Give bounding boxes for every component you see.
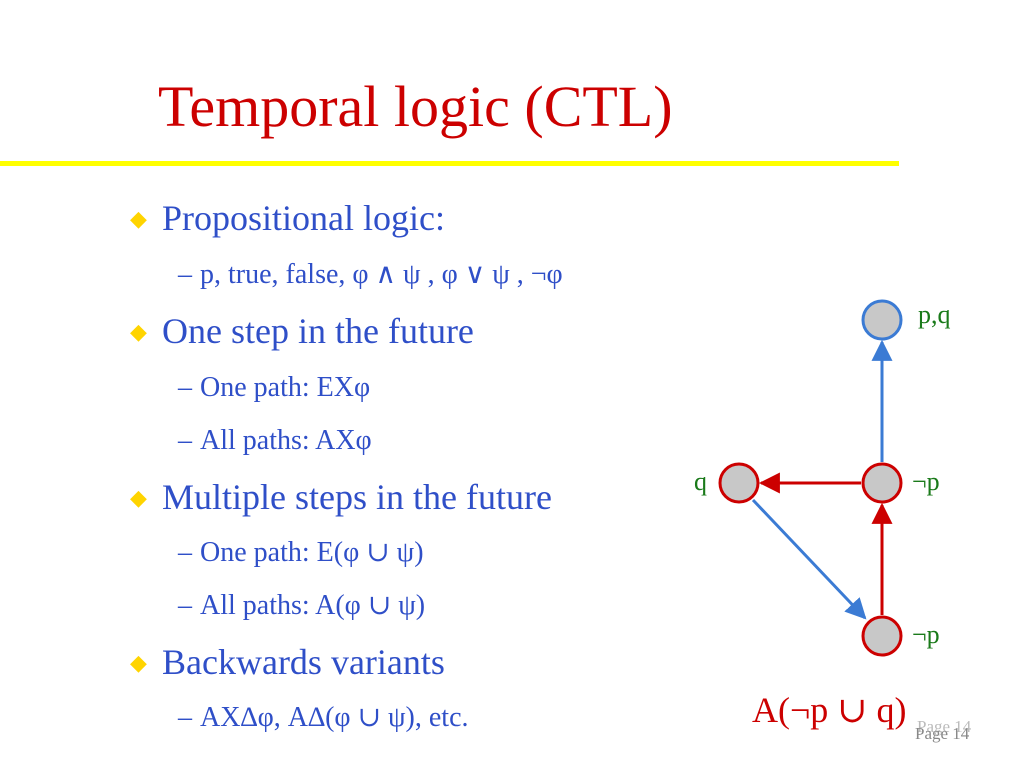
diamond-bullet-icon: ◆	[130, 486, 147, 511]
sub-item-one-path-ex: –One path: EXφ	[178, 371, 370, 405]
bullet-label: Backwards variants	[162, 642, 445, 682]
state-node-middle	[861, 462, 903, 504]
dash-marker: –	[178, 702, 192, 733]
sub-item-text: All paths: A(φ ∪ ψ)	[200, 590, 426, 621]
node-label-left: q	[694, 467, 707, 496]
dash-marker: –	[178, 590, 192, 621]
edge-left-to-bottom	[751, 498, 867, 620]
dash-marker: –	[178, 425, 192, 456]
dash-marker: –	[178, 372, 192, 403]
sub-item-text: AX∆φ, A∆(φ ∪ ψ), etc.	[200, 702, 469, 733]
diamond-bullet-icon: ◆	[130, 207, 147, 232]
bullet-backwards-variants: ◆ Backwards variants	[130, 642, 445, 684]
bullet-label: Propositional logic:	[162, 198, 445, 238]
sub-item-text: All paths: AXφ	[200, 425, 372, 456]
sub-item-one-path-eu: –One path: E(φ ∪ ψ)	[178, 536, 424, 570]
bullet-propositional-logic: ◆ Propositional logic:	[130, 198, 445, 240]
dash-marker: –	[178, 259, 192, 290]
bullet-multiple-steps: ◆ Multiple steps in the future	[130, 477, 552, 519]
sub-item-text: p, true, false, φ ∧ ψ , φ ∨ ψ , ¬φ	[200, 259, 563, 290]
diamond-bullet-icon: ◆	[130, 320, 147, 345]
sub-item-all-paths-ax: –All paths: AXφ	[178, 424, 372, 458]
title-underline	[0, 161, 899, 166]
state-node-top	[861, 299, 903, 341]
node-label-bottom: ¬p	[912, 620, 940, 649]
page-number-shadow: Page 14	[917, 717, 972, 736]
sub-item-all-paths-au: –All paths: A(φ ∪ ψ)	[178, 589, 425, 623]
bullet-label: One step in the future	[162, 311, 474, 351]
node-label-middle: ¬p	[912, 467, 940, 496]
sub-item-text: One path: E(φ ∪ ψ)	[200, 537, 424, 568]
diamond-bullet-icon: ◆	[130, 651, 147, 676]
sub-item-text: One path: EXφ	[200, 372, 371, 403]
state-node-bottom	[861, 615, 903, 657]
slide-title: Temporal logic (CTL)	[158, 74, 673, 139]
page-number: Page 14	[915, 724, 970, 743]
state-transition-diagram	[718, 299, 903, 657]
dash-marker: –	[178, 537, 192, 568]
bullet-one-step: ◆ One step in the future	[130, 311, 474, 353]
until-formula: A(¬p ∪ q)	[752, 690, 907, 730]
sub-item-backwards-examples: –AX∆φ, A∆(φ ∪ ψ), etc.	[178, 701, 469, 735]
bullet-label: Multiple steps in the future	[162, 477, 552, 517]
state-node-left	[718, 462, 760, 504]
sub-item-propositional-operators: –p, true, false, φ ∧ ψ , φ ∨ ψ , ¬φ	[178, 258, 563, 292]
node-label-top: p,q	[918, 300, 951, 329]
